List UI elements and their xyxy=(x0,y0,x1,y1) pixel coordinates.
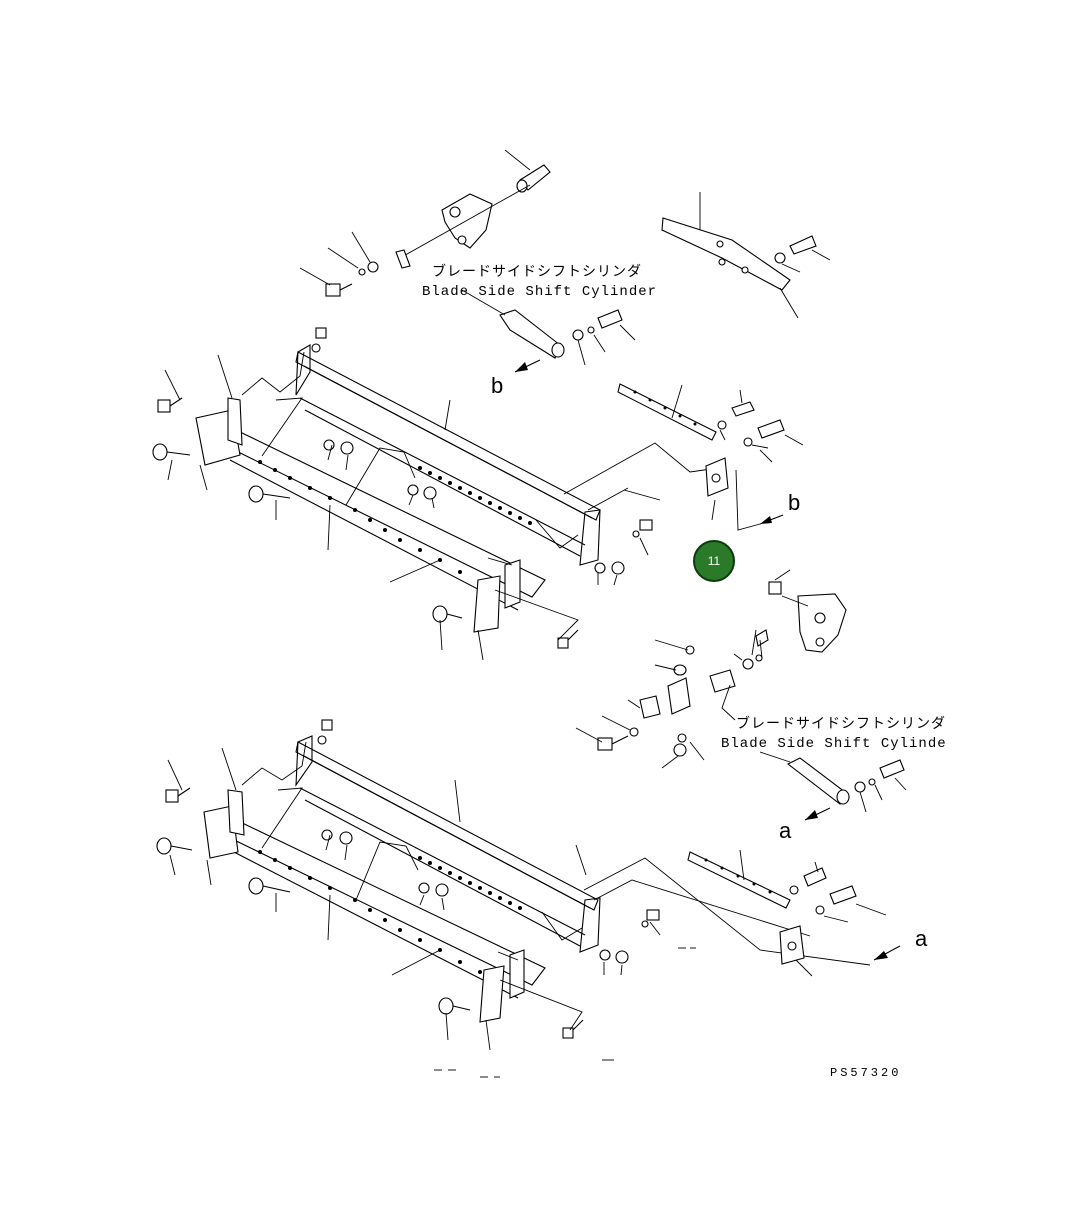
callout-marker[interactable]: 11 xyxy=(693,540,735,582)
cylinder-label-en-lower: Blade Side Shift Cylinde xyxy=(721,736,947,752)
lower-leaders xyxy=(167,741,871,1051)
upper-blade-assembly xyxy=(152,327,719,661)
cylinder-label-en-upper: Blade Side Shift Cylinder xyxy=(422,284,658,300)
upper-cylinder-parts xyxy=(299,149,636,373)
ref-a-right: a xyxy=(915,926,928,951)
upper-mid-right-parts xyxy=(617,383,804,531)
ref-a-left: a xyxy=(779,818,792,843)
cylinder-label-jp-lower: ブレードサイドシフトシリンダ xyxy=(736,717,946,733)
lower-bolts xyxy=(156,719,660,1039)
callout-number: 11 xyxy=(707,554,721,568)
cylinder-label-jp-upper: ブレードサイドシフトシリンダ xyxy=(432,265,642,281)
lower-right-parts xyxy=(687,849,901,977)
lower-edge-holes xyxy=(258,850,522,974)
upper-edge-holes xyxy=(258,460,532,584)
upper-leaders xyxy=(164,351,719,661)
ref-b-right: b xyxy=(788,490,801,515)
ref-b-left: b xyxy=(491,373,504,398)
bottom-marks xyxy=(434,947,696,1078)
upper-right-plate xyxy=(661,192,831,319)
lower-cylinder-parts xyxy=(575,569,907,821)
upper-bolts xyxy=(152,327,653,649)
lower-blade-assembly xyxy=(156,719,871,1051)
drawing-code: PS57320 xyxy=(830,1066,902,1080)
